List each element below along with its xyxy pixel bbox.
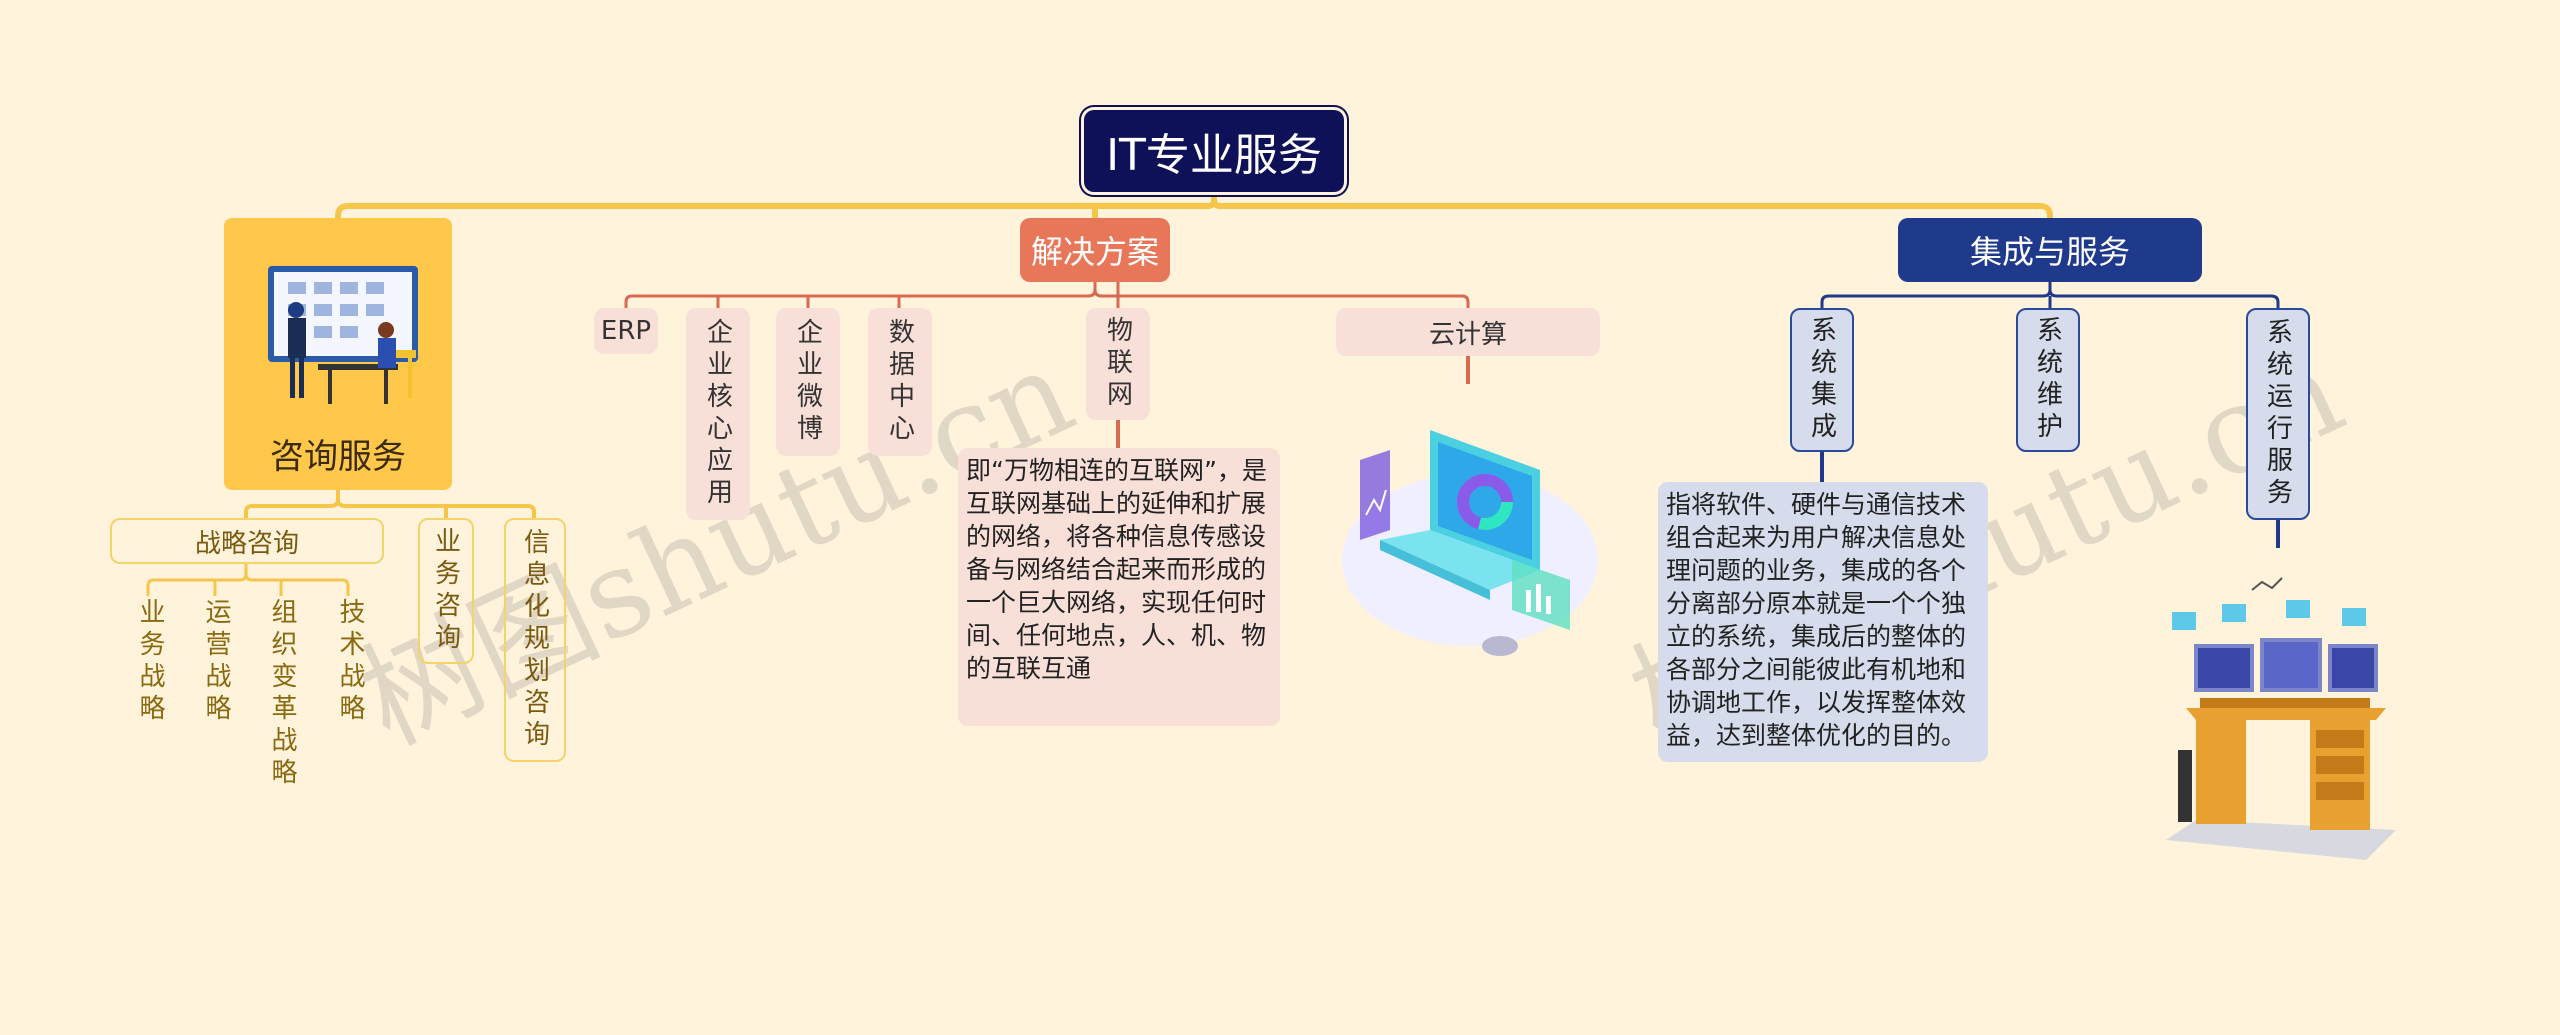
consulting-label: 咨询服务 <box>270 437 406 477</box>
strategy-consulting-node[interactable]: 战略咨询 <box>110 518 384 564</box>
strategy-leaf-business[interactable]: 业务战略 <box>135 598 165 726</box>
strategy-leaf-technology[interactable]: 技术战略 <box>335 598 365 726</box>
solution-iot[interactable]: 物联网 <box>1086 308 1150 420</box>
workstation-illustration <box>2166 577 2396 860</box>
integration-description: 指将软件、硬件与通信技术组合起来为用户解决信息处理问题的业务，集成的各个分离部分… <box>1658 482 1988 762</box>
integration-system-maintenance[interactable]: 系统维护 <box>2016 308 2080 452</box>
iot-description: 即“万物相连的互联网”，是互联网基础上的延伸和扩展的网络，将各种信息传感设备与网… <box>958 448 1280 726</box>
solution-core-app[interactable]: 企业核心应用 <box>686 308 750 520</box>
integration-node[interactable]: 集成与服务 <box>1898 218 2202 282</box>
root-node[interactable]: IT专业服务 <box>1084 110 1344 192</box>
strategy-leaf-operations[interactable]: 运营战略 <box>201 598 231 726</box>
strategy-leaf-org-change[interactable]: 组织变革战略 <box>267 598 297 790</box>
integration-system-integration[interactable]: 系统集成 <box>1790 308 1854 452</box>
consulting-illustration <box>268 266 418 404</box>
info-planning-consulting-node[interactable]: 信息化规划咨询 <box>504 518 566 762</box>
solution-erp[interactable]: ERP <box>594 308 658 354</box>
integration-system-operations[interactable]: 系统运行服务 <box>2246 308 2310 520</box>
cloud-laptop-illustration <box>1342 430 1598 656</box>
solution-cloud[interactable]: 云计算 <box>1336 308 1600 356</box>
solution-data-center[interactable]: 数据中心 <box>868 308 932 456</box>
business-consulting-node[interactable]: 业务咨询 <box>418 518 474 664</box>
solutions-node[interactable]: 解决方案 <box>1020 218 1170 282</box>
consulting-node[interactable]: 咨询服务 <box>224 218 452 490</box>
solution-weibo[interactable]: 企业微博 <box>776 308 840 456</box>
